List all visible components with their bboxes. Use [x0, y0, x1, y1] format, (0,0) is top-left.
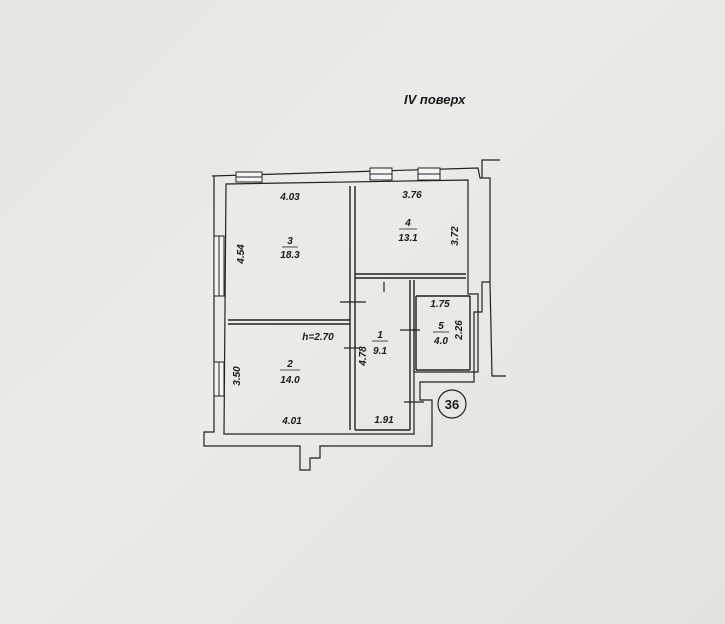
- ceiling-height: h=2.70: [302, 332, 334, 343]
- apartment-number-circle: [437, 389, 467, 419]
- room-1-area: 9.1: [373, 346, 387, 357]
- outer-walls: [203, 159, 506, 471]
- room-4-height: 3.72: [450, 226, 461, 246]
- room-3-number: 3: [287, 236, 293, 247]
- room-2-width: 4.01: [281, 416, 302, 427]
- room-5-height: 2.26: [454, 320, 465, 341]
- room-4-width: 3.76: [402, 190, 422, 201]
- room-5-width: 1.75: [430, 299, 450, 310]
- interior-walls: [228, 186, 471, 431]
- room-2-area: 14.0: [280, 375, 300, 386]
- room-2-height: 3.50: [232, 366, 243, 386]
- doors: [340, 282, 424, 403]
- room-5-number: 5: [438, 321, 444, 332]
- room-3-width: 4.03: [279, 192, 300, 203]
- room-4-area: 13.1: [398, 233, 418, 244]
- room-4-number: 4: [404, 218, 411, 229]
- room-1-height: 4.78: [358, 346, 369, 367]
- windows: [213, 167, 441, 397]
- room-1-number: 1: [377, 330, 383, 341]
- room-3-height: 4.54: [236, 244, 247, 265]
- room-2-number: 2: [286, 359, 293, 370]
- apartment-number: 36: [445, 397, 459, 412]
- floor-label: IV поверх: [404, 92, 466, 107]
- room-3-area: 18.3: [280, 250, 300, 261]
- room-1-width: 1.91: [374, 415, 394, 426]
- room-5-area: 4.0: [433, 336, 448, 347]
